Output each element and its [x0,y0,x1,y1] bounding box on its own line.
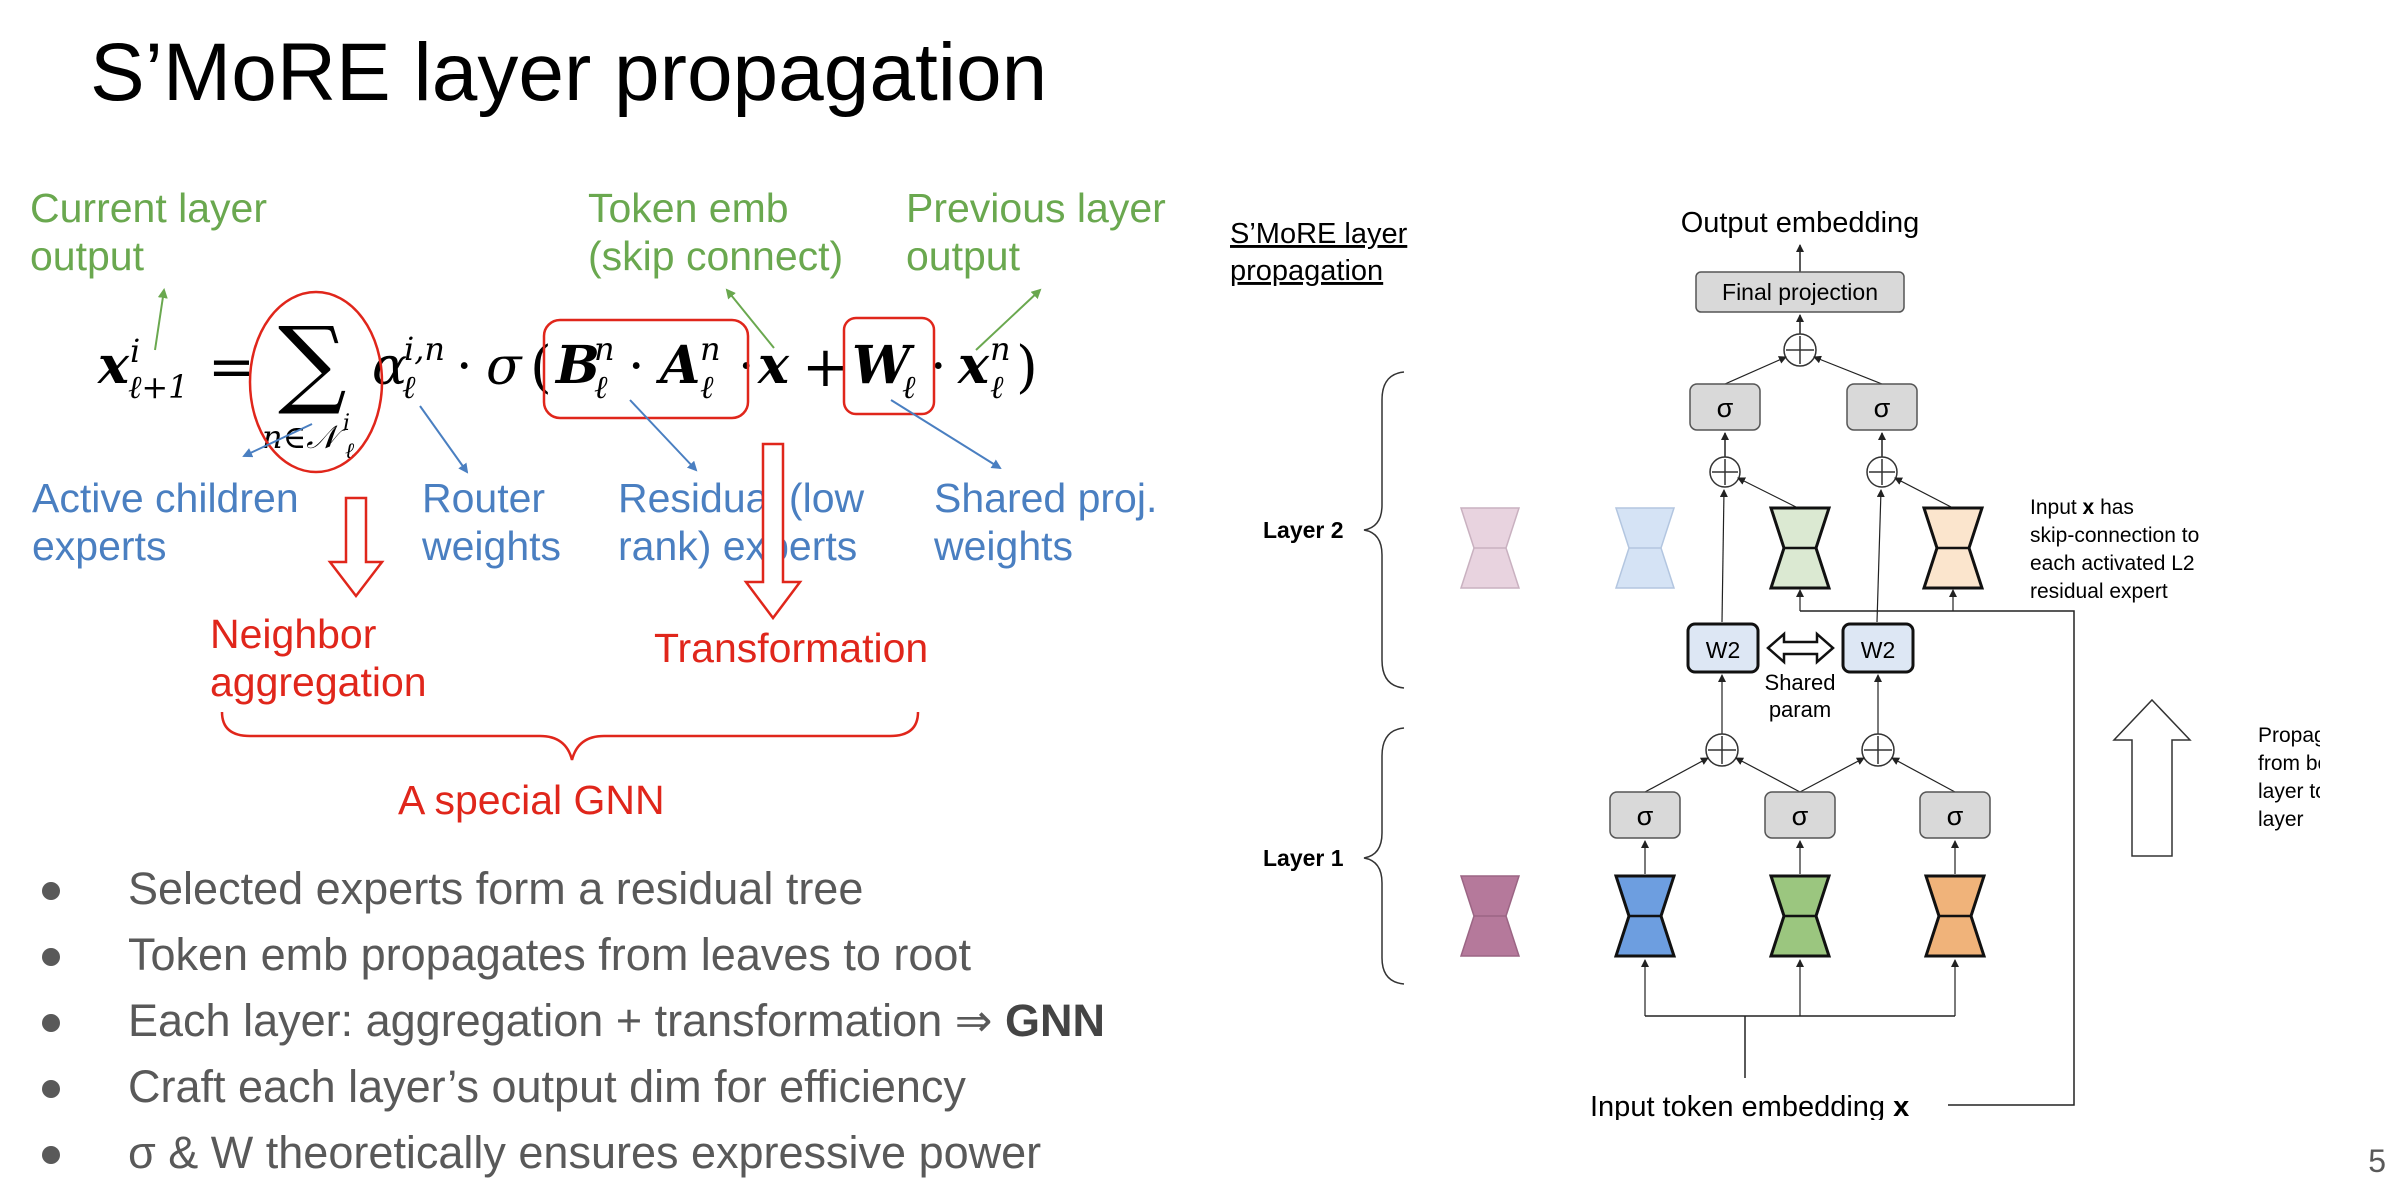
residual-experts-label: Residual (low rank) experts [618,475,865,569]
diagram-title-line1: S’MoRE layer [1230,218,1408,250]
w2-box [1686,622,1760,674]
bullet-item: Craft each layer’s output dim for effici… [36,1054,1105,1120]
svg-text:W2: W2 [1861,637,1896,663]
svg-text:): ) [1016,335,1038,400]
output-embedding-label: Output embedding [1681,207,1920,239]
transformation-arrow [743,442,803,621]
svg-text:each activated L2: each activated L2 [2030,552,2195,575]
sum-highlight [248,290,384,474]
eq-sigma: σ [486,337,523,397]
svg-text:i,n: i,n [404,330,445,368]
layer2-brace [1363,371,1405,689]
layer1-brace [1363,727,1405,985]
neighbor-aggregation-label: Neighbor aggregation [210,611,427,705]
special-gnn-label: A special GNN [398,777,665,823]
svg-text:·: · [628,337,645,397]
svg-text:ℓ: ℓ [402,368,416,406]
w2-box [1841,622,1915,674]
svg-text:ℓ: ℓ [902,368,916,406]
aggregation-arrow [327,496,385,599]
svg-text:residual expert: residual expert [2030,580,2168,603]
svg-text:i: i [343,411,350,436]
svg-text:param: param [1769,697,1831,722]
svg-text:·: · [930,337,947,397]
active-children-label: Active children experts [32,475,299,569]
equation-figure: x i ℓ+1 = ∑ n∈𝒩 i ℓ α i,n ℓ · σ ( B n ℓ … [97,288,1042,761]
input-embedding-label: Input token embedding x [1590,1091,1909,1120]
svg-text:layer to top: layer to top [2258,780,2320,803]
svg-text:σ: σ [1874,393,1891,423]
svg-text:σ: σ [1792,801,1809,831]
svg-text:ℓ: ℓ [990,368,1004,406]
svg-text:ℓ+1: ℓ+1 [128,368,189,406]
propagate-note: Propagate x [2258,724,2320,747]
shared-param-arrow [1766,631,1835,665]
eq-x-token: x [757,335,790,396]
layer2-label: Layer 2 [1263,517,1344,543]
svg-text:i: i [130,332,140,370]
sigma-node [1764,791,1836,839]
propagate-arrow [2112,698,2192,857]
bullet-item: Selected experts form a residual tree [36,856,1105,922]
svg-text:layer: layer [2258,808,2304,831]
svg-text:σ: σ [1717,393,1734,423]
router-weights-label: Router weights [422,475,562,569]
eq-b: B [554,335,600,396]
final-projection-label: Final projection [1722,279,1878,305]
layer1-label: Layer 1 [1263,845,1344,871]
svg-text:ℓ: ℓ [594,368,608,406]
svg-text:n: n [700,330,721,368]
sigma-node [1689,383,1761,431]
previous-layer-output-label: Previous layer output [906,185,1166,279]
skip-note: Input x has [2030,496,2134,519]
sigma-node [1846,383,1918,431]
eq-x-next: x [97,335,130,396]
svg-text:skip-connection to: skip-connection to [2030,524,2199,547]
bullet-item: σ & W theoretically ensures expressive p… [36,1120,1105,1186]
sum-symbol: ∑ [278,306,347,418]
shared-proj-label: Shared proj. weights [934,475,1158,569]
token-emb-label: Token emb (skip connect) [588,185,844,279]
svg-text:Shared: Shared [1765,670,1836,695]
current-layer-output-label: Current layer output [30,185,267,279]
svg-text:·: · [456,337,473,397]
eq-x-prev: x [957,335,990,396]
svg-text:(: ( [530,335,552,400]
equation: x i ℓ+1 = ∑ n∈𝒩 i ℓ α i,n ℓ · σ ( B n ℓ … [97,306,1038,464]
svg-text:n: n [990,330,1011,368]
svg-text:=: = [208,335,255,400]
bullet-item: Token emb propagates from leaves to root [36,922,1105,988]
smore-diagram: S’MoRE layer propagation Output embeddin… [1230,207,2320,1120]
sigma-node [1919,791,1991,839]
svg-text:+: + [802,335,849,400]
svg-text:ℓ: ℓ [700,368,714,406]
page-number: 5 [2368,1143,2386,1179]
svg-text:σ: σ [1947,801,1964,831]
eq-w: W [852,335,915,396]
bullet-item: Each layer: aggregation + transformation… [36,988,1105,1054]
svg-text:W2: W2 [1706,637,1741,663]
final-projection-box [1695,271,1905,313]
sigma-node [1609,791,1681,839]
bullet-list: Selected experts form a residual tree To… [36,856,1105,1186]
eq-a: A [655,335,700,396]
svg-text:n: n [594,330,615,368]
svg-text:n∈𝒩: n∈𝒩 [262,418,346,456]
svg-text:from bottom: from bottom [2258,752,2320,775]
svg-text:·: · [738,337,755,397]
svg-text:σ: σ [1637,801,1654,831]
transformation-label: Transformation [654,625,929,671]
gnn-brace [220,711,920,761]
svg-text:ℓ: ℓ [345,439,355,464]
w-highlight [842,316,936,416]
diagram-title-line2: propagation [1230,255,1383,287]
slide-title: S’MoRE layer propagation [90,27,1048,118]
